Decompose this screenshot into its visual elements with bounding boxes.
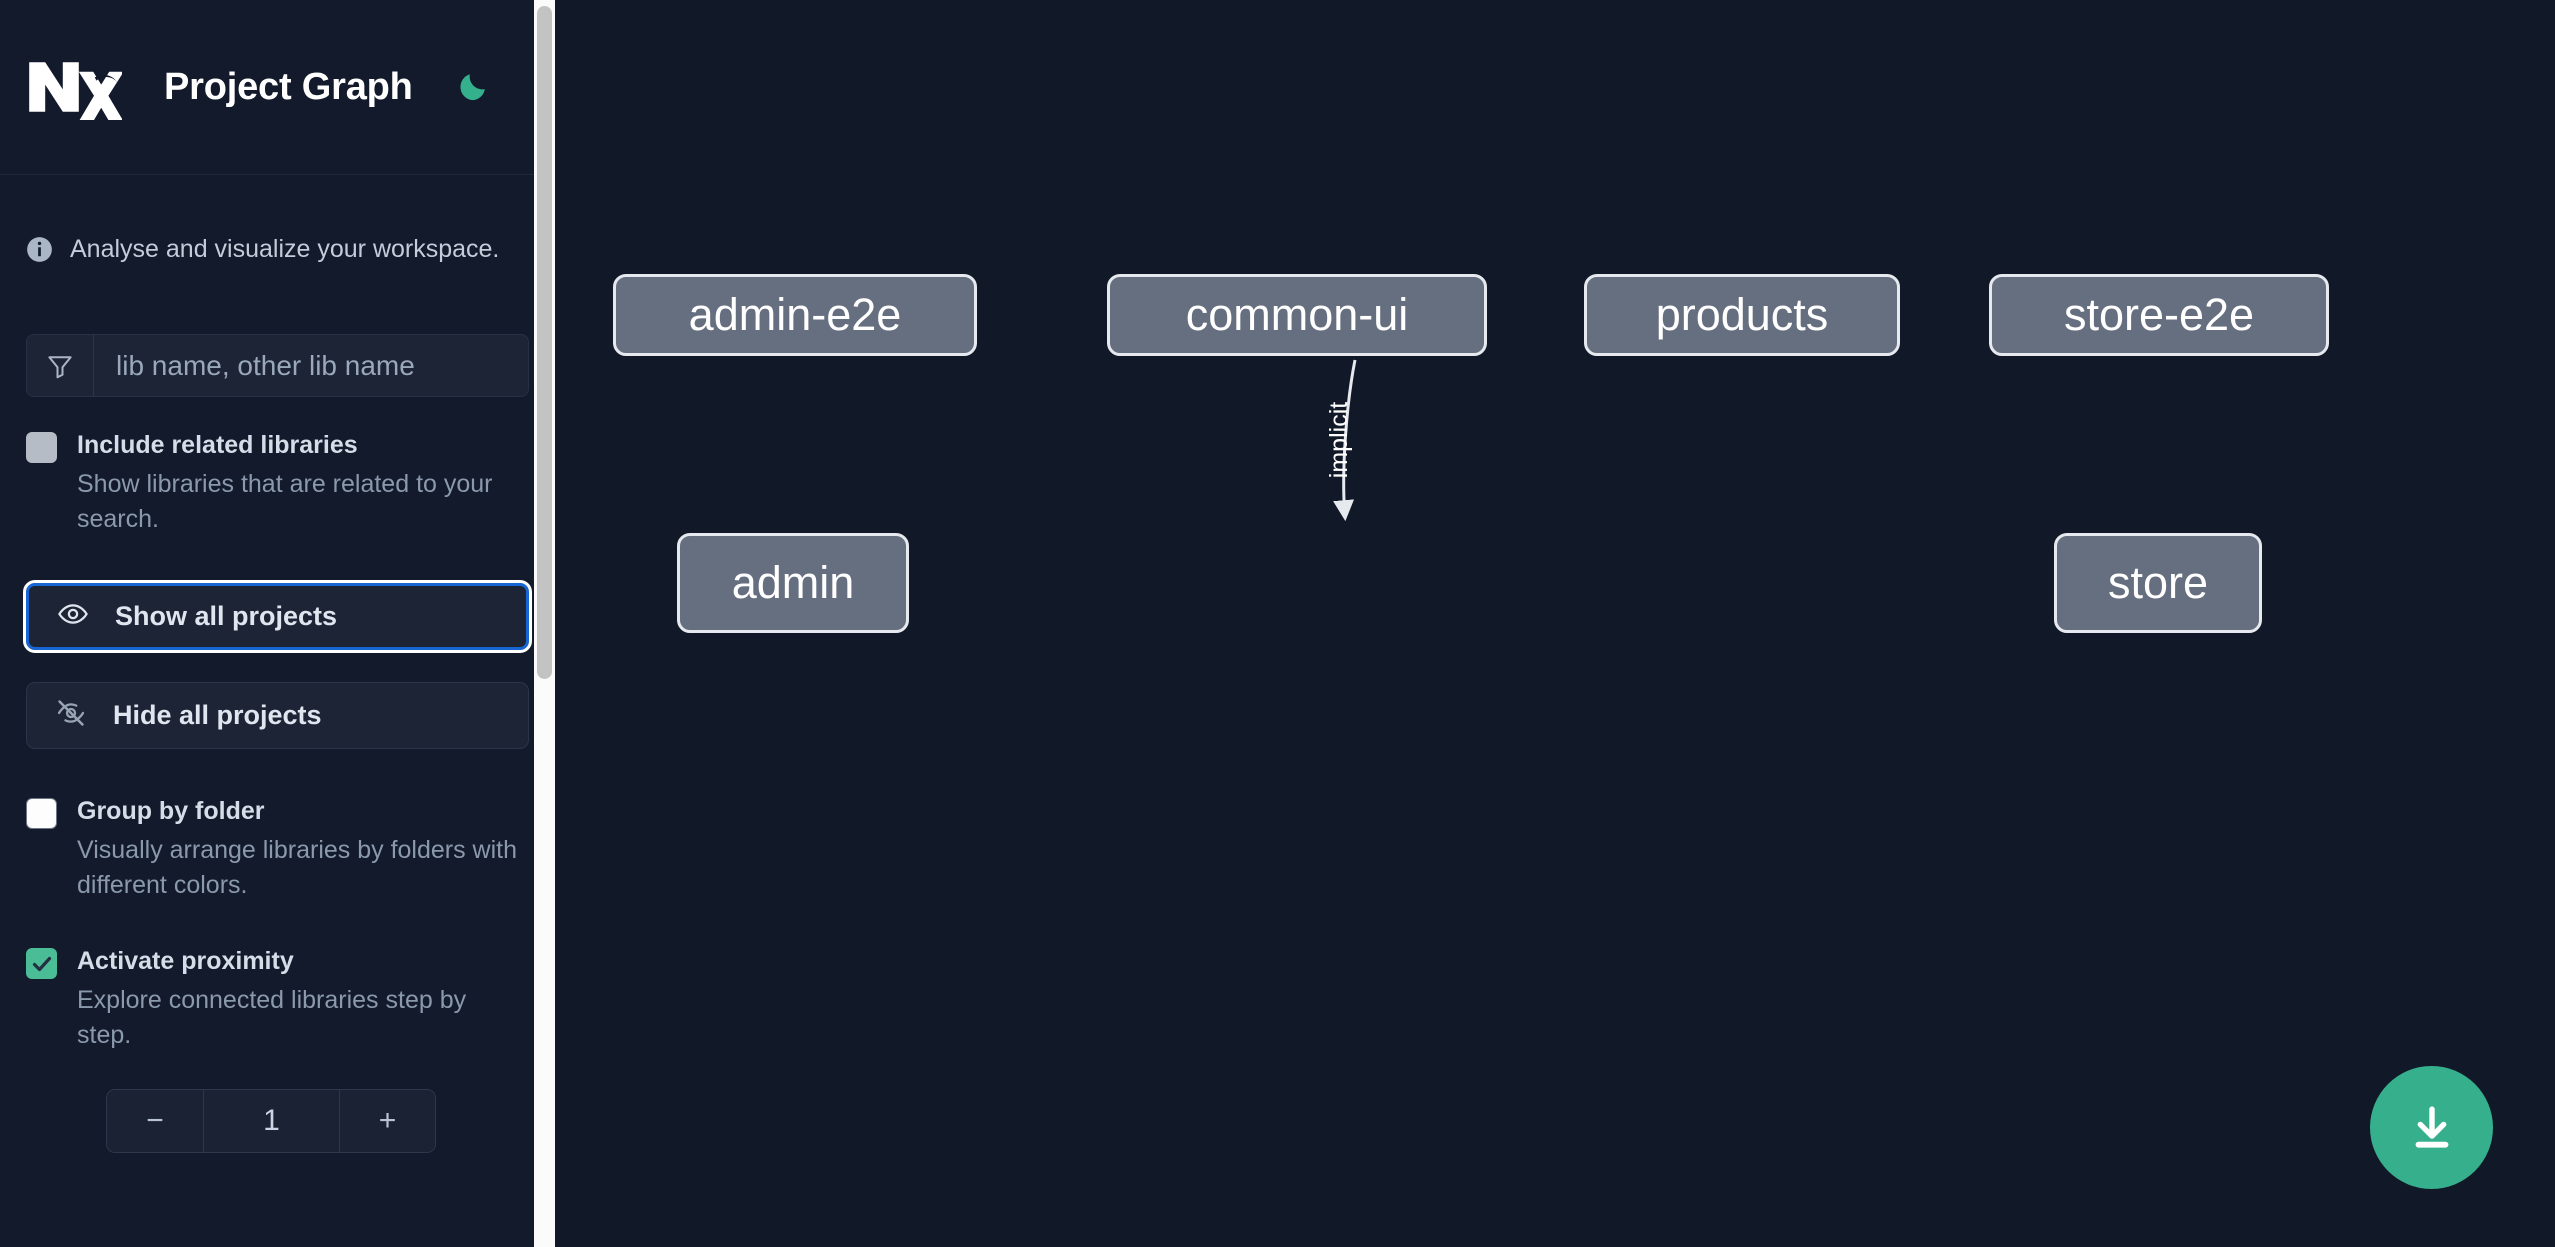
download-button[interactable] <box>2370 1066 2493 1189</box>
nx-logo-icon <box>26 54 124 122</box>
option-text-group-by-folder: Group by folder Visually arrange librari… <box>77 795 529 903</box>
graph-node-admin-e2e[interactable]: admin-e2e <box>613 274 977 356</box>
graph-node-store-e2e[interactable]: store-e2e <box>1989 274 2329 356</box>
sidebar-scrollbar[interactable] <box>534 0 555 1247</box>
graph-node-store[interactable]: store <box>2054 533 2262 633</box>
moon-icon[interactable] <box>451 66 493 108</box>
sidebar: Project Graph Analyse and visualize your… <box>0 0 555 1247</box>
graph-edges: implicit implicit <box>1325 359 1357 522</box>
eye-off-icon <box>55 697 87 734</box>
option-text-activate-proximity: Activate proximity Explore connected lib… <box>77 945 529 1053</box>
info-icon <box>26 236 53 263</box>
minus-icon: − <box>146 1104 164 1137</box>
download-icon <box>2415 1105 2448 1148</box>
option-title: Activate proximity <box>77 947 294 975</box>
plus-icon: + <box>378 1104 397 1137</box>
graph-node-common-ui[interactable]: common-ui <box>1107 274 1487 356</box>
graph-node-admin[interactable]: admin <box>677 533 909 633</box>
page-title: Project Graph <box>164 65 413 108</box>
show-all-projects-button[interactable]: Show all projects <box>23 580 532 653</box>
sidebar-body: Analyse and visualize your workspace. In… <box>0 175 555 1153</box>
proximity-decrement-button[interactable]: − <box>107 1090 203 1152</box>
checkbox-activate-proximity[interactable] <box>26 948 57 979</box>
graph-node-products[interactable]: products <box>1584 274 1900 356</box>
sidebar-header: Project Graph <box>0 0 555 175</box>
hide-all-projects-button[interactable]: Hide all projects <box>26 682 529 749</box>
eye-icon <box>57 598 89 635</box>
sidebar-scrollbar-thumb[interactable] <box>537 6 552 679</box>
option-description: Explore connected libraries step by step… <box>77 986 467 1049</box>
project-visibility-buttons: Show all projects Hide all projects <box>23 580 532 749</box>
workspace-note: Analyse and visualize your workspace. <box>26 175 529 264</box>
show-all-projects-label: Show all projects <box>115 601 338 631</box>
proximity-stepper: − 1 + <box>106 1089 436 1153</box>
option-description: Show libraries that are related to your … <box>77 470 493 533</box>
checkbox-group-by-folder[interactable] <box>26 798 57 829</box>
option-activate-proximity: Activate proximity Explore connected lib… <box>26 945 529 1053</box>
edge-label-implicit-admin: implicit <box>1325 402 1353 478</box>
option-title: Group by folder <box>77 797 265 825</box>
option-include-related-libraries: Include related libraries Show libraries… <box>26 429 529 537</box>
proximity-value[interactable]: 1 <box>203 1090 339 1152</box>
checkbox-include-related-libraries[interactable] <box>26 432 57 463</box>
option-description: Visually arrange libraries by folders wi… <box>77 836 518 899</box>
filter-funnel-icon <box>27 335 94 396</box>
option-text-include-related: Include related libraries Show libraries… <box>77 429 529 537</box>
workspace-note-text: Analyse and visualize your workspace. <box>70 235 500 263</box>
project-graph-canvas[interactable]: implicit implicit admin-e2e common-ui pr… <box>555 0 2555 1247</box>
option-title: Include related libraries <box>77 431 358 459</box>
filter-field[interactable] <box>26 334 529 397</box>
option-group-by-folder: Group by folder Visually arrange librari… <box>26 795 529 903</box>
hide-all-projects-label: Hide all projects <box>113 700 322 730</box>
proximity-increment-button[interactable]: + <box>339 1090 435 1152</box>
search-input[interactable] <box>94 335 528 396</box>
